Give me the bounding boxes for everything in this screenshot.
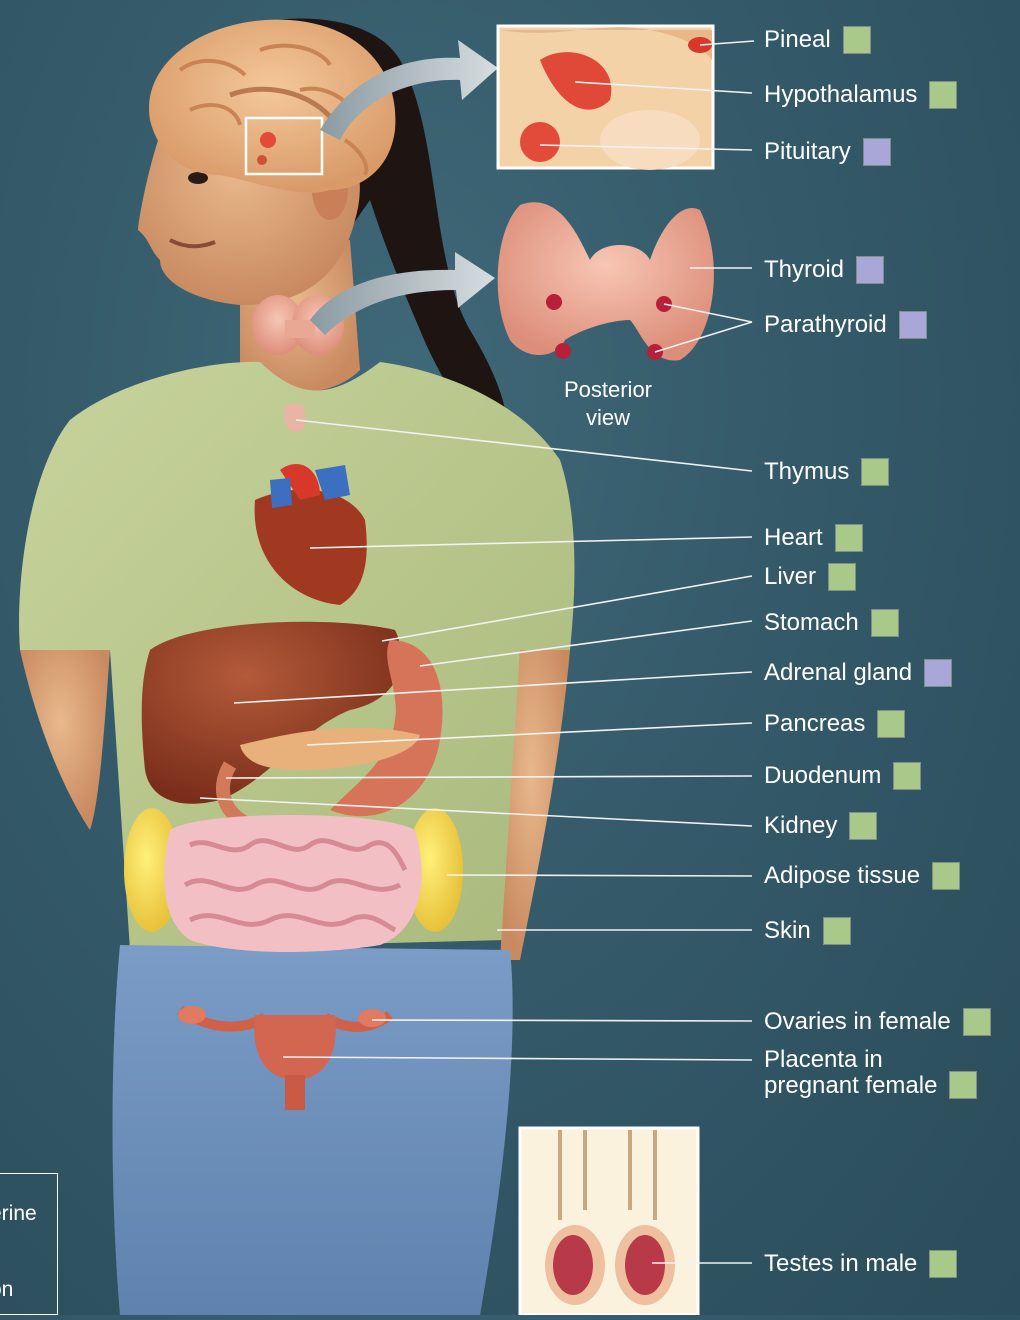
label-stomach: Stomach (764, 609, 899, 637)
swatch-purple (856, 256, 884, 284)
posterior-view-caption: Posterior view (540, 376, 676, 432)
testes-inset (520, 1128, 698, 1315)
label-thymus: Thymus (764, 458, 889, 486)
swatch-green (843, 26, 871, 54)
label-testes: Testes in male (764, 1250, 957, 1278)
label-pineal: Pineal (764, 26, 871, 54)
label-pituitary: Pituitary (764, 138, 891, 166)
label-kidney: Kidney (764, 812, 877, 840)
legend-line2: on (0, 1278, 13, 1302)
label-adipose-tissue: Adipose tissue (764, 862, 960, 890)
swatch-green (963, 1008, 991, 1036)
swatch-green (871, 609, 899, 637)
jeans (113, 945, 513, 1315)
label-adrenal-gland: Adrenal gland (764, 659, 952, 687)
posterior-line1: Posterior (540, 376, 676, 404)
swatch-purple (863, 138, 891, 166)
left-arm (20, 650, 110, 830)
label-pancreas: Pancreas (764, 710, 905, 738)
placenta-line1: Placenta in (764, 1047, 937, 1073)
label-duodenum: Duodenum (764, 762, 921, 790)
swatch-green (823, 917, 851, 945)
swatch-green (877, 710, 905, 738)
label-parathyroid: Parathyroid (764, 311, 927, 339)
label-ovaries: Ovaries in female (764, 1008, 991, 1036)
thyroid-inset (498, 202, 714, 360)
posterior-line2: view (540, 404, 676, 432)
label-heart: Heart (764, 524, 863, 552)
placenta-text: Placenta in pregnant female (764, 1047, 937, 1099)
label-skin: Skin (764, 917, 851, 945)
label-thyroid: Thyroid (764, 256, 884, 284)
swatch-green (893, 762, 921, 790)
swatch-green (849, 812, 877, 840)
label-hypothalamus: Hypothalamus (764, 81, 957, 109)
swatch-green (929, 1250, 957, 1278)
swatch-green (828, 563, 856, 591)
label-placenta: Placenta in pregnant female (764, 1047, 977, 1099)
placenta-line2: pregnant female (764, 1073, 937, 1099)
swatch-green (932, 862, 960, 890)
intestines (164, 815, 422, 952)
swatch-green (949, 1071, 977, 1099)
label-liver: Liver (764, 563, 856, 591)
swatch-green (835, 524, 863, 552)
swatch-purple (899, 311, 927, 339)
swatch-purple (924, 659, 952, 687)
swatch-green (929, 81, 957, 109)
swatch-green (861, 458, 889, 486)
